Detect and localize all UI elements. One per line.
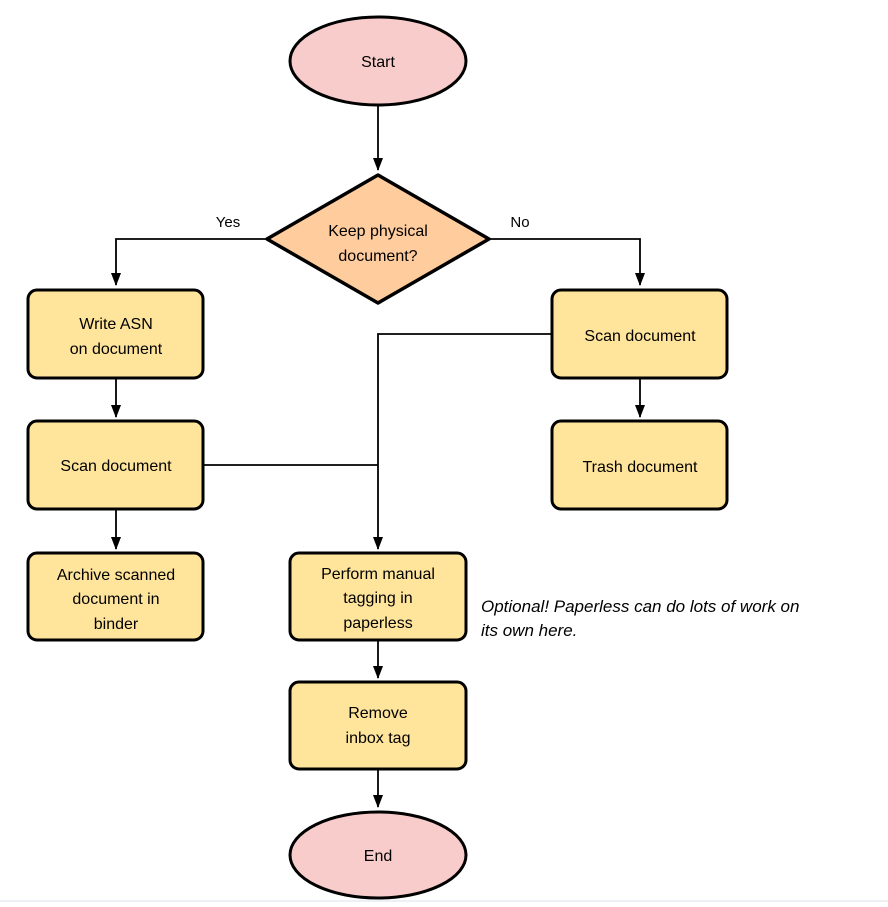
node-decision-label-line1: Keep physical — [328, 223, 428, 240]
node-scan-left-label: Scan document — [60, 458, 172, 475]
labels-layer: Start Keep physical document? Yes No Wri… — [57, 54, 800, 865]
node-scan-right-label: Scan document — [584, 328, 696, 345]
edge-yes-label: Yes — [216, 214, 240, 231]
node-perform-tagging-label-line1: Perform manual — [321, 566, 435, 583]
node-remove-inbox-label-line1: Remove — [348, 705, 408, 722]
page-bottom-divider — [0, 900, 888, 902]
node-archive-label-line3: binder — [94, 616, 139, 633]
shapes-layer — [26, 15, 729, 900]
node-decision-shape — [265, 173, 491, 305]
node-write-asn-label-line1: Write ASN — [79, 316, 153, 333]
node-perform-tagging-shape — [288, 551, 468, 642]
node-remove-inbox-shape — [288, 680, 468, 771]
node-write-asn-label-line2: on document — [70, 341, 163, 358]
annotation-text-line2: its own here. — [481, 621, 577, 640]
node-archive-shape — [26, 551, 205, 642]
node-perform-tagging-label-line2: tagging in — [343, 590, 412, 607]
edge-no-label: No — [510, 214, 529, 231]
node-archive-label-line1: Archive scanned — [57, 567, 175, 584]
node-start-shape — [288, 15, 468, 107]
node-end-shape — [288, 810, 468, 900]
node-remove-inbox-label-line2: inbox tag — [346, 730, 411, 747]
node-archive-label-line2: document in — [72, 591, 159, 608]
node-end-label: End — [364, 848, 392, 865]
edges-layer — [111, 106, 645, 808]
edge-decision-yes — [111, 238, 267, 286]
node-perform-tagging-label-line3: paperless — [343, 615, 412, 632]
edge-scanright-to-tagging — [373, 333, 552, 550]
node-write-asn-shape — [26, 288, 205, 380]
node-scan-right-shape — [550, 288, 729, 380]
annotation-text-line1: Optional! Paperless can do lots of work … — [481, 597, 799, 616]
node-scan-left-shape — [26, 419, 205, 511]
node-trash-shape — [550, 419, 729, 511]
edge-decision-no — [489, 238, 645, 286]
node-start-label: Start — [361, 54, 395, 71]
node-decision-label-line2: document? — [338, 248, 417, 265]
node-trash-label: Trash document — [582, 459, 698, 476]
